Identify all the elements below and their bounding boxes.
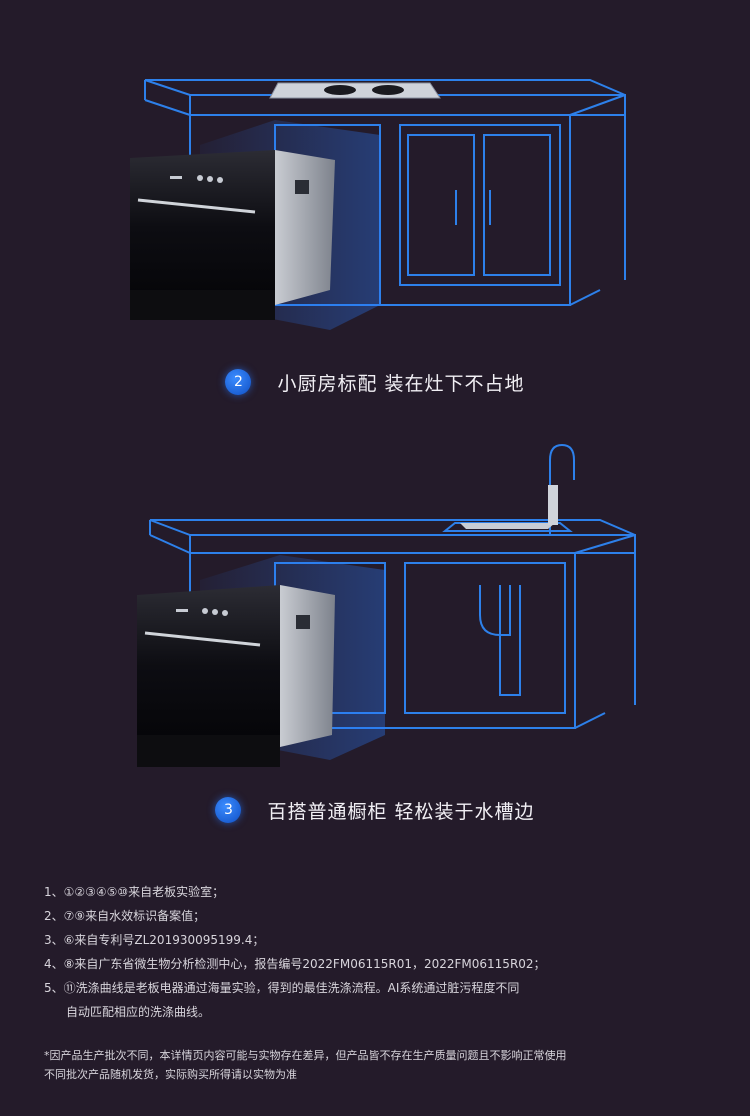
footnotes: 1、①②③④⑤⑩来自老板实验室； 2、⑦⑨来自水效标识备案值； 3、⑥来自专利号… [44,880,724,1024]
kitchen-sink-illustration [0,435,750,775]
caption-text: 百搭普通橱柜 轻松装于水槽边 [267,800,535,823]
number-badge: 2 [225,369,252,395]
disclaimer-line: 不同批次产品随机发货，实际购买所得请以实物为准 [44,1068,297,1081]
footnote-item: 4、⑧来自广东省微生物分析检测中心，报告编号2022FM06115R01，202… [44,957,546,971]
footnote-item: 3、⑥来自专利号ZL201930095199.4； [44,933,265,947]
footnote-item: 1、①②③④⑤⑩来自老板实验室； [44,885,225,899]
number-badge: 3 [215,797,242,823]
footnote-item: 2、⑦⑨来自水效标识备案值； [44,909,206,923]
caption-text: 小厨房标配 装在灶下不占地 [277,372,525,395]
feature-caption-sink: 3 百搭普通橱柜 轻松装于水槽边 [0,790,750,830]
kitchen-stove-illustration [0,50,750,350]
disclaimer: *因产品生产批次不同，本详情页内容可能与实物存在差异，但产品皆不存在生产质量问题… [44,1046,704,1084]
disclaimer-line: *因产品生产批次不同，本详情页内容可能与实物存在差异，但产品皆不存在生产质量问题… [44,1049,567,1062]
footnote-item: 5、⑪洗涤曲线是老板电器通过海量实验，得到的最佳洗涤流程。AI系统通过脏污程度不… [44,981,520,995]
feature-caption-stove: 2 小厨房标配 装在灶下不占地 [0,362,750,402]
footnote-item: 自动匹配相应的洗涤曲线。 [66,1005,211,1019]
